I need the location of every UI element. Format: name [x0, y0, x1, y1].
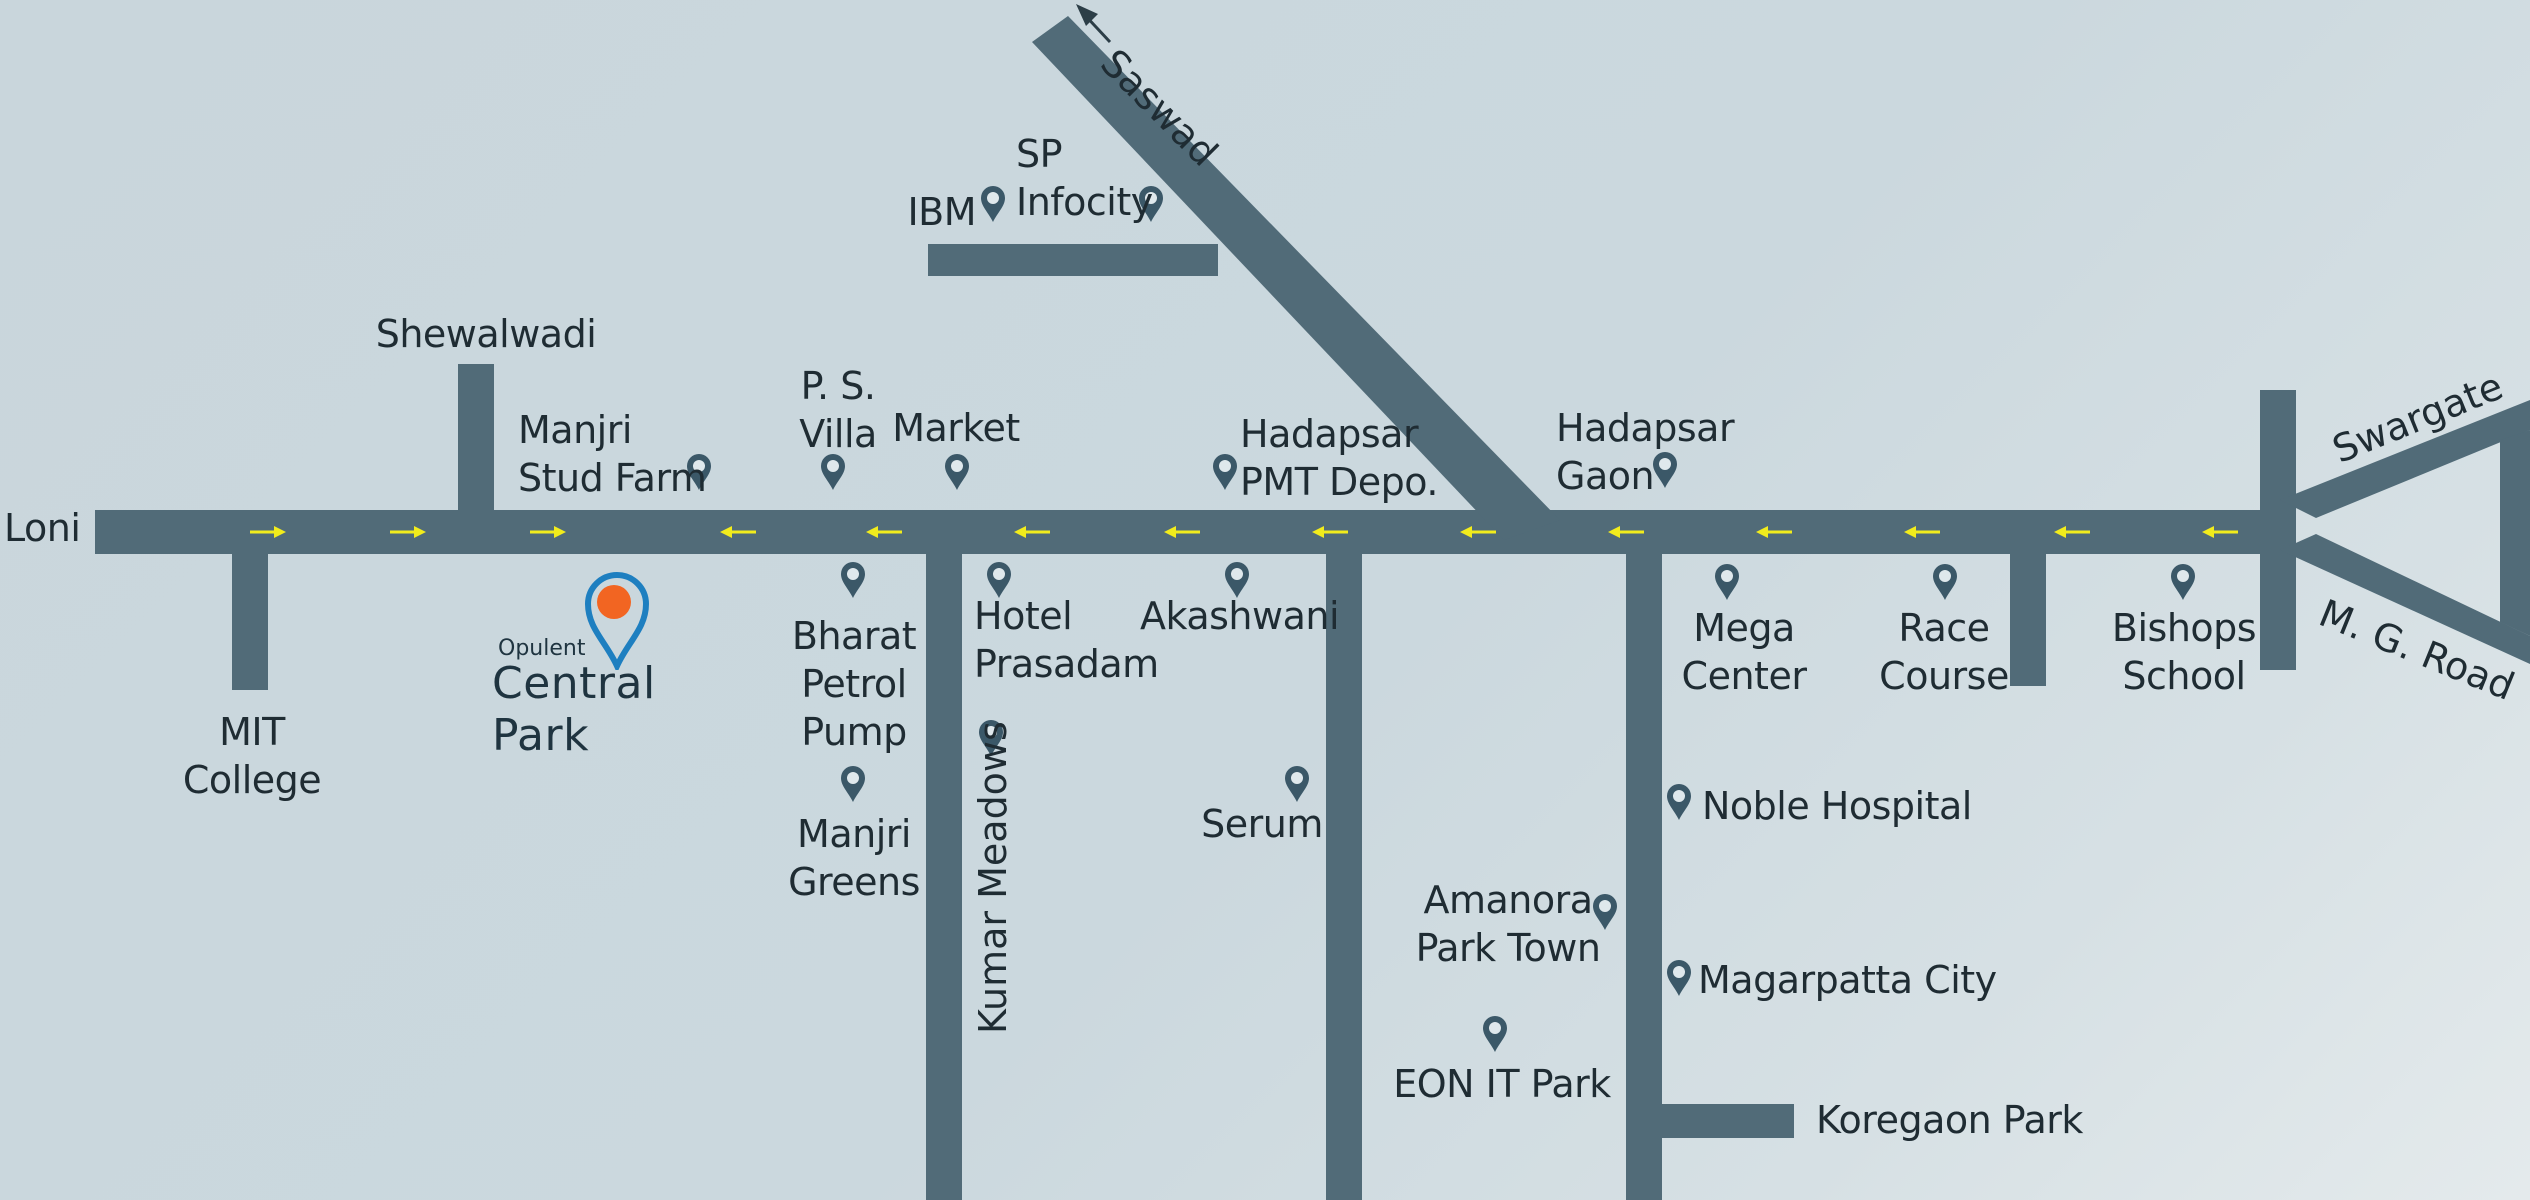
arrow-left-icon	[1460, 526, 1496, 538]
map-pin-icon	[1933, 564, 1957, 600]
map-pin-icon	[981, 186, 1005, 222]
label-mit-college: MIT College	[182, 710, 322, 802]
arrow-right-icon	[530, 526, 566, 538]
map-pin-icon	[841, 766, 865, 802]
arrow-left-icon	[2202, 526, 2238, 538]
label-hadapsar-pmt-depo: Hadapsar PMT Depo.	[1240, 412, 1438, 504]
arrow-left-icon	[1014, 526, 1050, 538]
logo-brand-big: Central Park	[492, 658, 656, 761]
label-bharat-petrol-pump: Bharat Petrol Pump	[791, 614, 917, 754]
arrow-right-icon	[390, 526, 426, 538]
arrow-right-icon	[250, 526, 286, 538]
label-serum: Serum	[1201, 802, 1323, 846]
road-mit-college	[232, 540, 268, 690]
label-akashwani: Akashwani	[1140, 594, 1340, 638]
map-pin-icon	[1593, 894, 1617, 930]
label-market: Market	[892, 406, 1020, 450]
map-pin-icon	[2171, 564, 2195, 600]
road-swargate	[2280, 400, 2530, 518]
label-kumar-meadows: Kumar Meadows	[971, 721, 1015, 1034]
road-mg-road	[2280, 534, 2530, 664]
map-pin-icon	[987, 562, 1011, 598]
map-pin-icon	[1715, 564, 1739, 600]
road-bishops-school	[2260, 390, 2296, 670]
map-pin-icon	[1483, 1016, 1507, 1052]
arrow-left-icon	[2054, 526, 2090, 538]
label-ps-villa: P. S. Villa	[799, 364, 877, 456]
map-pin-icon	[1225, 562, 1249, 598]
road-magarpatta	[1626, 540, 1662, 1200]
map-pin-icon	[821, 454, 845, 490]
label-mega-center: Mega Center	[1681, 606, 1807, 698]
label-hadapsar-gaon: Hadapsar Gaon	[1556, 406, 1735, 498]
road-saswad	[1032, 16, 1560, 540]
map-pin-icon	[1213, 454, 1237, 490]
label-race-course: Race Course	[1879, 606, 2009, 698]
road-serum	[1326, 540, 1362, 1200]
map-pin-icon	[1285, 766, 1309, 802]
label-eon-it-park: EON IT Park	[1393, 1062, 1611, 1106]
road-race-course	[2010, 540, 2046, 686]
arrow-left-icon	[1164, 526, 1200, 538]
map-pin-icon	[687, 454, 711, 490]
road-koregaon-park	[1640, 1104, 1794, 1138]
map-pin-icon	[841, 562, 865, 598]
road-kumar-meadows	[926, 540, 962, 1200]
arrow-left-icon	[1312, 526, 1348, 538]
label-koregaon-park: Koregaon Park	[1816, 1098, 2083, 1142]
road-sp-infocity	[928, 244, 1218, 276]
label-bishops-school: Bishops School	[2111, 606, 2257, 698]
label-noble-hospital: Noble Hospital	[1702, 784, 1972, 828]
arrow-left-icon	[1608, 526, 1644, 538]
logo-pin-icon	[584, 572, 650, 670]
label-shewalwadi: Shewalwadi	[375, 312, 597, 356]
map-pin-icon	[1667, 960, 1691, 996]
arrow-left-icon	[1904, 526, 1940, 538]
road-triangle-edge	[2500, 430, 2530, 636]
project-logo: Opulent Central Park	[492, 570, 762, 761]
arrow-left-icon	[1756, 526, 1792, 538]
label-amanora-park-town: Amanora Park Town	[1415, 878, 1601, 970]
label-magarpatta-city: Magarpatta City	[1698, 958, 1997, 1002]
logo-brand-small: Opulent	[498, 636, 586, 661]
label-ibm: IBM	[907, 190, 976, 234]
arrow-left-icon	[720, 526, 756, 538]
label-hotel-prasadam: Hotel Prasadam	[974, 594, 1159, 686]
label-sp-infocity: SP Infocity	[1016, 132, 1153, 224]
map-pin-icon	[1653, 452, 1677, 488]
map-pin-icon	[945, 454, 969, 490]
map-pin-icon	[1667, 784, 1691, 820]
map-pin-icon	[979, 720, 1003, 756]
label-manjri-stud-farm: Manjri Stud Farm	[518, 408, 707, 500]
map-pin-icon	[1139, 186, 1163, 222]
label-loni: Loni	[4, 506, 81, 550]
label-manjri-greens: Manjri Greens	[788, 812, 920, 904]
road-shewalwadi	[458, 364, 494, 524]
saswad-direction-arrowhead	[1076, 4, 1098, 26]
arrow-left-icon	[866, 526, 902, 538]
